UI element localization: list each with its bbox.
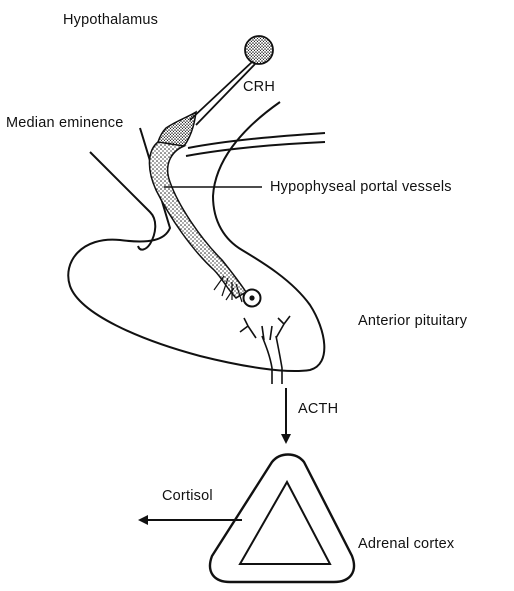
- hypothalamus-outline: [90, 152, 155, 250]
- label-hypothalamus: Hypothalamus: [63, 11, 158, 29]
- label-portal-vessels: Hypophyseal portal vessels: [270, 178, 452, 196]
- label-cortisol: Cortisol: [162, 487, 213, 505]
- efferent-vein-right: [276, 336, 282, 384]
- label-crh: CRH: [243, 78, 275, 96]
- vein-branch-right: [276, 316, 290, 338]
- vein-branch-left: [240, 318, 256, 338]
- label-median-eminence: Median eminence: [6, 114, 123, 132]
- label-adrenal-cortex: Adrenal cortex: [358, 535, 454, 553]
- corticotroph-nucleus: [249, 295, 254, 300]
- crh-neuron-body: [245, 36, 273, 64]
- portal-vessel: [149, 142, 246, 298]
- label-anterior-pituitary: Anterior pituitary: [358, 312, 467, 330]
- label-acth: ACTH: [298, 400, 338, 418]
- efferent-vein-left: [262, 336, 272, 384]
